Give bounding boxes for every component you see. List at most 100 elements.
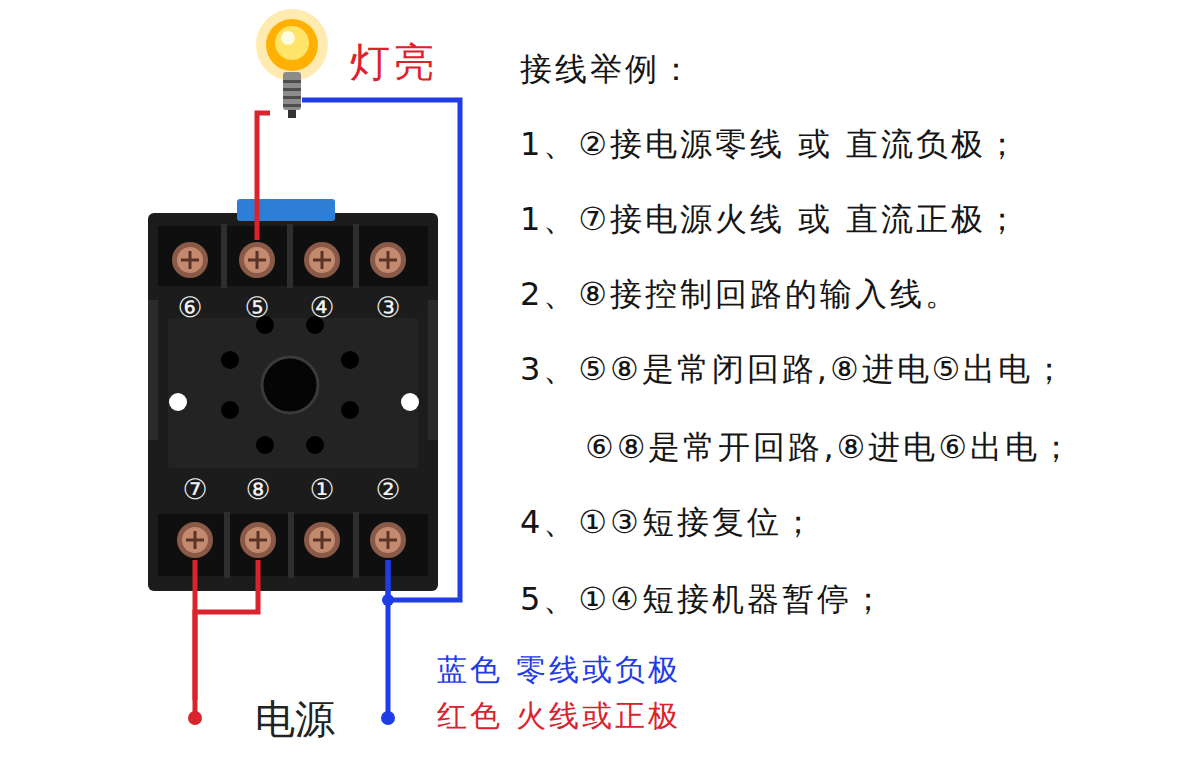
terminal-divider	[224, 512, 230, 578]
socket-clip	[237, 199, 335, 221]
note-text: 1、②接电源零线 或 直流负极；	[520, 125, 1021, 163]
screw-washer	[370, 522, 406, 558]
bulb-base	[283, 72, 301, 110]
screw-head	[309, 527, 335, 553]
terminal-screw	[170, 240, 210, 280]
screw-head	[244, 247, 270, 273]
screw-washer	[370, 242, 406, 278]
wire-color-note: 蓝色 零线或负极	[437, 652, 681, 688]
screw-washer	[240, 522, 276, 558]
terminal: ⑦	[169, 474, 221, 560]
pin-hole	[256, 436, 274, 454]
terminal: ⑤	[231, 240, 283, 324]
note-text: 4、①③短接复位；	[520, 503, 817, 541]
socket-plate	[168, 318, 418, 468]
terminal-number: ④	[309, 292, 334, 324]
terminal-screw	[368, 240, 408, 280]
screw-head	[309, 247, 335, 273]
mount-hole	[169, 393, 187, 411]
bulb-tip	[288, 110, 296, 118]
wire	[302, 100, 460, 600]
screw-slot	[379, 251, 397, 269]
screw-head	[177, 247, 203, 273]
bulb-thread	[283, 104, 301, 107]
screw-head	[182, 527, 208, 553]
terminal-divider	[353, 224, 359, 288]
terminal-number: ②	[375, 474, 400, 506]
terminal: ④	[296, 240, 348, 324]
terminal-number: ⑦	[182, 474, 207, 506]
screw-head	[245, 527, 271, 553]
wire-end-dot	[188, 711, 202, 725]
screw-slot	[313, 251, 331, 269]
terminal-number: ③	[375, 292, 400, 324]
terminal-screw	[237, 240, 277, 280]
screw-slot	[379, 531, 397, 549]
terminal-screw	[302, 240, 342, 280]
bulb-icon	[270, 8, 302, 120]
note-text: 2、⑧接控制回路的输入线。	[520, 275, 960, 313]
terminal-screw	[175, 520, 215, 560]
pin-hole	[306, 436, 324, 454]
socket-side-rib	[428, 300, 438, 440]
screw-head	[375, 527, 401, 553]
terminal: ③	[362, 240, 414, 324]
terminal-screw	[368, 520, 408, 560]
terminal-number: ⑧	[245, 474, 270, 506]
lamp-on-label: 灯亮	[350, 38, 438, 86]
terminal: ⑥	[164, 240, 216, 324]
pin-hole	[221, 401, 239, 419]
wire	[386, 560, 391, 700]
bulb-thread	[283, 80, 301, 83]
pin-hole	[221, 351, 239, 369]
mount-hole	[401, 393, 419, 411]
screw-slot	[249, 531, 267, 549]
note-text: 5、①④短接机器暂停；	[520, 580, 887, 618]
power-source: 电源	[188, 700, 402, 738]
bulb-glass	[266, 19, 318, 71]
light-bulb: 灯亮	[270, 8, 302, 120]
pin-hole	[341, 351, 359, 369]
screw-head	[375, 247, 401, 273]
terminal: ①	[296, 474, 348, 560]
notes-heading: 接线举例：	[520, 50, 695, 88]
power-label: 电源	[255, 697, 335, 741]
screw-slot	[181, 251, 199, 269]
pin-hole	[341, 401, 359, 419]
terminal-divider	[353, 512, 359, 578]
screw-washer	[304, 522, 340, 558]
screw-slot	[248, 251, 266, 269]
screw-washer	[304, 242, 340, 278]
terminal-number: ①	[309, 474, 334, 506]
wire	[195, 560, 258, 700]
socket-side-rib	[148, 300, 158, 440]
bulb-glass	[275, 26, 309, 60]
terminal-divider	[221, 224, 227, 288]
wire-color-note: 红色 火线或正极	[437, 698, 681, 734]
screw-slot	[313, 531, 331, 549]
note-text: 1、⑦接电源火线 或 直流正极；	[520, 200, 1021, 238]
terminal-divider	[287, 224, 293, 288]
screw-slot	[186, 531, 204, 549]
bulb-glow	[256, 9, 328, 81]
screw-washer	[177, 522, 213, 558]
terminal-number: ⑤	[244, 292, 269, 324]
bulb-highlight	[281, 31, 295, 45]
screw-washer	[172, 242, 208, 278]
wire-end-dot	[381, 711, 395, 725]
terminal-number: ⑥	[177, 292, 202, 324]
terminal-screw	[302, 520, 342, 560]
wire-junction	[382, 594, 394, 606]
wire	[257, 113, 270, 240]
terminal: ⑧	[232, 474, 284, 560]
terminal: ②	[362, 474, 414, 560]
terminal-divider	[288, 512, 294, 578]
note-text: 3、⑤⑧是常闭回路,⑧进电⑤出电；	[520, 350, 1068, 388]
bulb-thread	[283, 88, 301, 91]
terminal-screw	[238, 520, 278, 560]
center-hole	[262, 357, 318, 413]
screw-washer	[239, 242, 275, 278]
bulb-thread	[283, 96, 301, 99]
note-text: ⑥⑧是常开回路,⑧进电⑥出电；	[585, 428, 1075, 466]
socket-body	[148, 213, 438, 591]
